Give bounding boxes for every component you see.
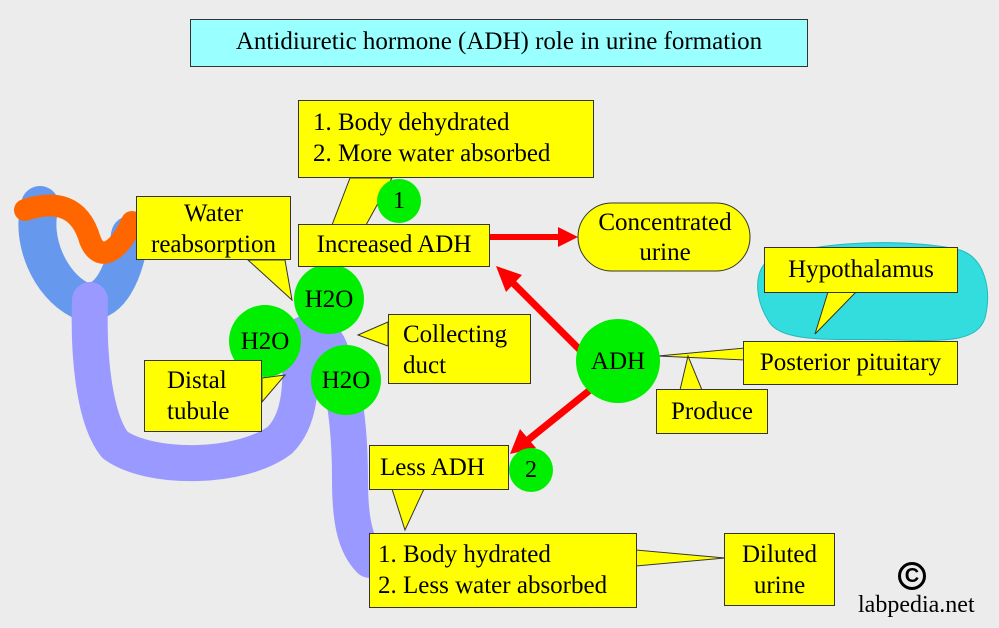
adh-hormone-circle [576,319,660,403]
produce-label: Produce [656,389,768,434]
distal-tubule-line-2: tubule [167,398,230,425]
hypothalamus-label: Hypothalamus [764,247,958,293]
hydrated-callout: 1. Body hydrated 2. Less water absorbed [369,533,637,608]
hydrated-line-2: 2. Less water absorbed [378,572,608,599]
h2o-molecule-right [311,345,381,415]
less-adh-box: Less ADH [369,445,509,490]
posterior-pituitary-label: Posterior pituitary [743,341,958,385]
water-reabsorption-tail [246,259,293,302]
water-reabsorption-callout: Water reabsorption [136,196,291,260]
step-1-number: 1 [393,188,405,214]
step-2-marker [509,448,553,492]
diluted-urine-line-2: urine [753,572,806,599]
h2o-molecule-left [229,305,301,377]
distal-tubule-callout: Distal tubule [144,360,262,432]
collecting-duct-line-1: Collecting [403,321,508,348]
step-1-marker [377,179,421,223]
diagram-title: Antidiuretic hormone (ADH) role in urine… [190,19,808,67]
adh-circle-label: ADH [590,348,646,375]
diluted-urine-line-1: Diluted [742,541,817,568]
increased-adh-box: Increased ADH [298,224,490,267]
less-adh-label: Less ADH [380,454,485,481]
copyright-icon: C [898,562,926,590]
dehydrated-line-1: 1. Body dehydrated [313,109,510,136]
distal-tubule-tail [261,374,287,404]
less-adh-tail [391,488,425,532]
h2o-label-left: H2O [240,328,290,355]
distal-tubule-line-1: Distal [167,367,227,394]
step-2-number: 2 [525,457,537,483]
increased-adh-arrow [490,227,578,247]
watermark: labpedia.net [858,592,975,618]
concentrated-urine-line-2: urine [639,239,691,266]
adh-to-increased-arrow [496,266,583,353]
h2o-molecule-top [294,264,364,334]
distal-tubule-shape [71,282,388,578]
produce-tail [679,354,703,391]
collecting-duct-tail [356,321,389,347]
collecting-duct-line-2: duct [403,352,447,379]
concentrated-urine-label: Concentrated urine [580,208,750,268]
water-reabsorption-line-1: Water [183,200,244,227]
concentrated-urine-line-1: Concentrated [598,209,732,236]
diluted-urine-callout: Diluted urine [724,533,835,606]
collecting-duct-callout: Collecting duct [388,314,531,384]
hydrated-line-1: 1. Body hydrated [378,541,551,568]
h2o-label-top: H2O [304,286,354,313]
tubule-loop [14,194,143,264]
adh-to-less-arrow [510,387,593,454]
water-reabsorption-line-2: reabsorption [151,231,276,258]
dehydrated-line-2: 2. More water absorbed [313,140,551,167]
dehydrated-callout: 1. Body dehydrated 2. More water absorbe… [298,100,594,178]
h2o-label-right: H2O [321,367,371,394]
posterior-pituitary-tail [657,347,746,361]
diluted-urine-tail [635,549,726,567]
